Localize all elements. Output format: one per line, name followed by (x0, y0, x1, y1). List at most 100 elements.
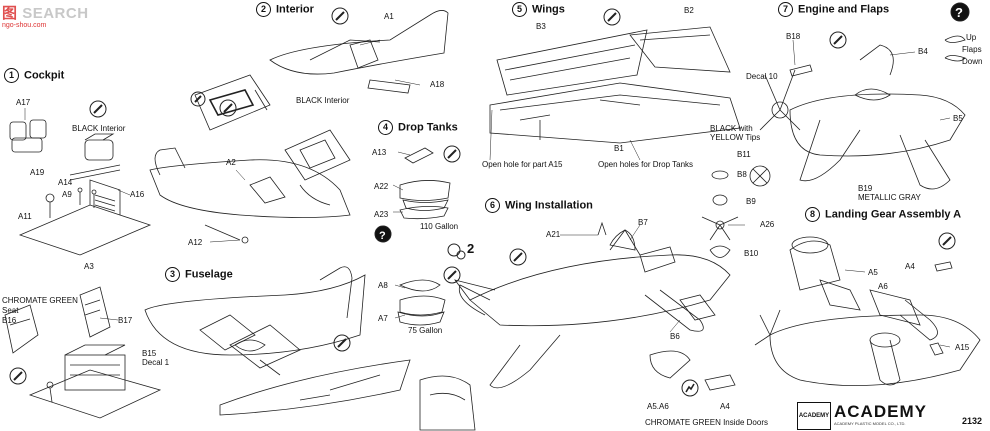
part-label: B17 (118, 316, 133, 325)
brush-icon (331, 7, 349, 25)
brush-icon (443, 145, 461, 163)
paint-note: METALLIC GRAY (858, 193, 921, 202)
academy-badge: ACADEMY (797, 402, 831, 430)
part-label: B18 (786, 32, 801, 41)
part-label: A1 (384, 12, 394, 21)
brush-icon (829, 31, 847, 49)
landing-gear-drawing (754, 236, 981, 387)
part-label: A19 (30, 168, 45, 177)
part-label: B19 (858, 184, 873, 193)
part-label: B1 (614, 144, 624, 153)
paint-note: BLACK Interior (296, 96, 350, 105)
glue-icon (681, 379, 699, 397)
part-label: A11 (18, 212, 32, 221)
question-icon (950, 2, 970, 22)
flaps-up-label: Up (966, 33, 977, 42)
tank-note: 75 Gallon (408, 326, 443, 335)
paint-note: YELLOW Tips (710, 133, 761, 142)
flaps-label: Flaps (962, 45, 982, 54)
part-label: A15 (955, 343, 970, 352)
part-label: B11 (737, 150, 751, 159)
part-label: A4 (905, 262, 915, 271)
part-label: B2 (684, 6, 694, 15)
brush-icon (9, 367, 27, 385)
paint-note: CHROMATE GREEN Inside Doors (645, 418, 768, 427)
tank-note: 110 Gallon (420, 222, 459, 231)
flaps-down-label: Down (962, 57, 983, 66)
option-icon (447, 243, 466, 260)
kit-number: 2132 (962, 416, 983, 426)
part-label: B15 (142, 349, 157, 358)
paint-note: Seat (2, 306, 19, 315)
decal-note: Decal 1 (142, 358, 170, 367)
brush-icon (938, 232, 956, 250)
watermark-site: ngo-shou.com (2, 22, 47, 29)
part-label: A4 (720, 402, 730, 411)
part-label: A18 (430, 80, 445, 89)
part-label: A21 (546, 230, 561, 239)
part-label: A13 (372, 148, 387, 157)
brand-subtitle: ACADEMY PLASTIC MODEL CO., LTD. (834, 421, 906, 426)
part-label: A8 (378, 281, 388, 290)
part-label: B9 (746, 197, 756, 206)
brush-icon (219, 99, 237, 117)
part-label: B10 (744, 249, 759, 258)
brush-icon (603, 8, 621, 26)
part-label: A7 (378, 314, 388, 323)
engine-flaps-drawing (701, 35, 966, 258)
brush-icon (509, 248, 527, 266)
brush-icon (443, 266, 461, 284)
part-label: A23 (374, 210, 389, 219)
brand-logo: ACADEMY (834, 402, 927, 421)
part-label: A2 (226, 158, 236, 167)
wing-installation-drawing (454, 221, 736, 391)
paint-note: CHROMATE GREEN (2, 296, 78, 305)
drop-tanks-drawing (397, 147, 451, 326)
brush-icon (190, 91, 206, 107)
paint-symbols (9, 2, 970, 397)
part-label: A6 (878, 282, 888, 291)
part-label: B5 (953, 114, 963, 123)
question-mark: ? (955, 5, 963, 20)
part-label: A17 (16, 98, 31, 107)
brush-icon (89, 100, 107, 118)
paint-note: BLACK Interior (72, 124, 126, 133)
part-label: B16 (2, 316, 17, 325)
part-label: A5.A6 (647, 402, 669, 411)
part-label: B7 (638, 218, 648, 227)
part-label: A26 (760, 220, 775, 229)
part-label: A5 (868, 268, 878, 277)
part-label: A3 (84, 262, 94, 271)
assembly-note: Open hole for part A15 (482, 160, 563, 169)
part-label: A22 (374, 182, 389, 191)
brush-icon (333, 334, 351, 352)
cockpit-drawing (4, 119, 162, 419)
decal-note: Decal 10 (746, 72, 778, 81)
part-label: B8 (737, 170, 747, 179)
part-label: B6 (670, 332, 680, 341)
question-icon (374, 225, 392, 243)
paint-note: BLACK with (710, 124, 753, 133)
part-label: A14 (58, 178, 73, 187)
watermark: 图 SEARCH (2, 5, 89, 22)
part-label: B3 (536, 22, 546, 31)
assembly-note: Open holes for Drop Tanks (598, 160, 694, 169)
part-label: A9 (62, 190, 72, 199)
part-label: A16 (130, 190, 145, 199)
question-mark: ? (379, 230, 386, 242)
option-number: 2 (467, 241, 475, 256)
wings-drawing (489, 26, 741, 144)
part-label: B4 (918, 47, 928, 56)
part-label: A12 (188, 238, 203, 247)
fuselage-drawing (144, 266, 476, 431)
